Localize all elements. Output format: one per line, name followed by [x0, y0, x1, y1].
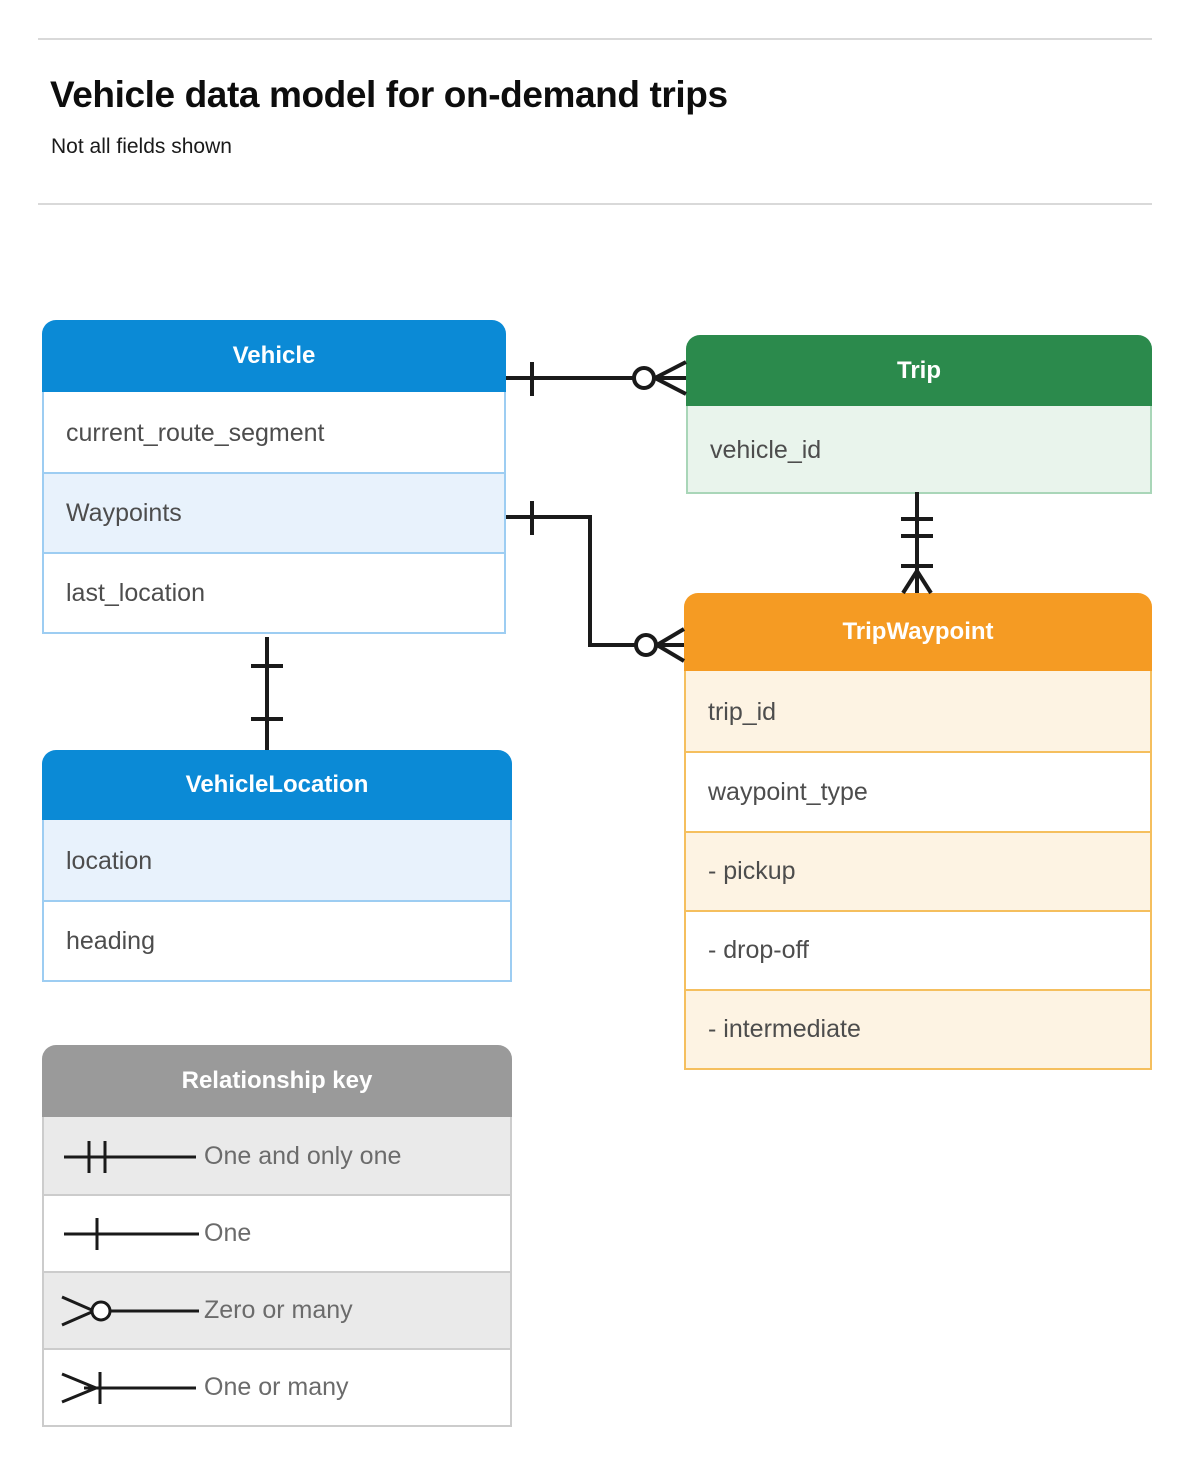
- connector-vehicle-trip: [506, 360, 687, 396]
- entity-vehicle-title: Vehicle: [232, 342, 316, 369]
- legend-header: Relationship key: [42, 1045, 512, 1117]
- legend-item-one-or-many: One or many: [44, 1348, 510, 1425]
- page-subtitle: Not all fields shown: [51, 135, 232, 158]
- entity-vehicle-location-fields: location heading: [42, 820, 512, 982]
- legend-rows: One and only one One Zero or many: [42, 1117, 512, 1427]
- connector-vehicle-vehiclelocation: [251, 637, 283, 750]
- legend-item-one: One: [44, 1194, 510, 1271]
- entity-trip-waypoint-header: TripWaypoint: [684, 593, 1152, 671]
- legend-item-label: Zero or many: [204, 1296, 353, 1324]
- entity-vehicle-location[interactable]: VehicleLocation location heading: [42, 750, 512, 982]
- legend-title: Relationship key: [181, 1067, 373, 1094]
- entity-trip-title: Trip: [896, 356, 941, 384]
- field-row[interactable]: - drop-off: [686, 910, 1150, 989]
- field-row[interactable]: - intermediate: [686, 989, 1150, 1068]
- field-row[interactable]: trip_id: [686, 671, 1150, 751]
- page-title: Vehicle data model for on-demand trips: [50, 74, 728, 115]
- legend-item-one-and-only-one: One and only one: [44, 1117, 510, 1194]
- legend-relationship-key: Relationship key One and only one One: [42, 1045, 512, 1427]
- entity-vehicle-fields: current_route_segment Waypoints last_loc…: [42, 392, 506, 634]
- connector-trip-tripwaypoint: [901, 492, 933, 595]
- entity-trip-waypoint-fields: trip_id waypoint_type - pickup - drop-of…: [684, 671, 1152, 1070]
- field-row[interactable]: vehicle_id: [688, 406, 1150, 492]
- connector-waypoints-tripwaypoint: [506, 501, 686, 663]
- zero-or-many-icon: [44, 1273, 204, 1348]
- entity-trip[interactable]: Trip vehicle_id: [686, 335, 1152, 494]
- entity-vehicle[interactable]: Vehicle current_route_segment Waypoints …: [42, 320, 506, 634]
- header-divider-top: [38, 38, 1152, 40]
- field-row[interactable]: last_location: [44, 552, 504, 632]
- legend-item-label: One or many: [204, 1373, 349, 1401]
- field-row[interactable]: heading: [44, 900, 510, 980]
- entity-vehicle-location-title: VehicleLocation: [185, 771, 369, 798]
- entity-trip-header: Trip: [686, 335, 1152, 406]
- entity-vehicle-location-header: VehicleLocation: [42, 750, 512, 820]
- entity-trip-waypoint[interactable]: TripWaypoint trip_id waypoint_type - pic…: [684, 593, 1152, 1070]
- legend-item-zero-or-many: Zero or many: [44, 1271, 510, 1348]
- header-divider-bottom: [38, 203, 1152, 205]
- one-and-only-one-icon: [44, 1119, 204, 1194]
- field-row[interactable]: waypoint_type: [686, 751, 1150, 831]
- one-or-many-icon: [44, 1350, 204, 1425]
- field-row[interactable]: Waypoints: [44, 472, 504, 552]
- one-icon: [44, 1196, 204, 1271]
- field-row[interactable]: location: [44, 820, 510, 900]
- legend-item-label: One and only one: [204, 1142, 402, 1170]
- entity-trip-waypoint-title: TripWaypoint: [842, 618, 994, 645]
- field-row[interactable]: - pickup: [686, 831, 1150, 910]
- legend-item-label: One: [204, 1219, 252, 1247]
- field-row[interactable]: current_route_segment: [44, 392, 504, 472]
- entity-vehicle-header: Vehicle: [42, 320, 506, 392]
- entity-trip-fields: vehicle_id: [686, 406, 1152, 494]
